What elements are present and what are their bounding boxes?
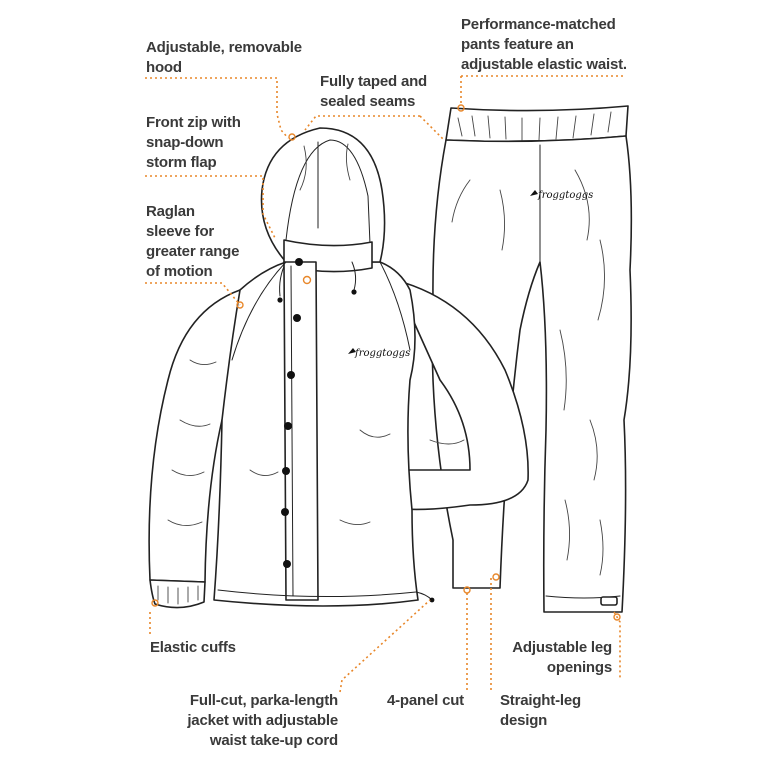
- leader-raglan: [145, 282, 241, 306]
- leader-end-rings: [151, 104, 621, 621]
- leader-pants-seam: [419, 115, 445, 141]
- leader-leg-openings: [613, 611, 621, 680]
- leader-jacket-length: [339, 599, 431, 693]
- jacket-drawing: froggtoggs: [148, 127, 529, 609]
- callout-cuffs: Elastic cuffs: [150, 639, 236, 656]
- callout-seams: Fully taped and sealed seams: [320, 73, 428, 110]
- callout-pants-waist: Performance-matched pants feature an adj…: [461, 16, 627, 73]
- callout-hood: Adjustable, removable hood: [146, 39, 302, 76]
- callout-raglan: Raglan sleeve for greater range of motio…: [146, 203, 240, 280]
- leader-seams: [304, 115, 420, 131]
- callout-leg-openings: Adjustable leg openings: [512, 639, 612, 676]
- callout-jacket-length: Full-cut, parka-length jacket with adjus…: [187, 692, 338, 749]
- callout-panel-cut: 4-panel cut: [387, 692, 464, 709]
- leader-front-zip: [145, 175, 277, 241]
- leader-pants-waist: [460, 75, 623, 105]
- pants-logo: froggtoggs: [537, 190, 593, 201]
- jacket-logo: froggtoggs: [354, 348, 410, 359]
- callout-straight-leg: Straight-leg design: [500, 692, 581, 729]
- callout-front-zip: Front zip with snap-down storm flap: [146, 114, 241, 171]
- leader-lines: [145, 75, 623, 693]
